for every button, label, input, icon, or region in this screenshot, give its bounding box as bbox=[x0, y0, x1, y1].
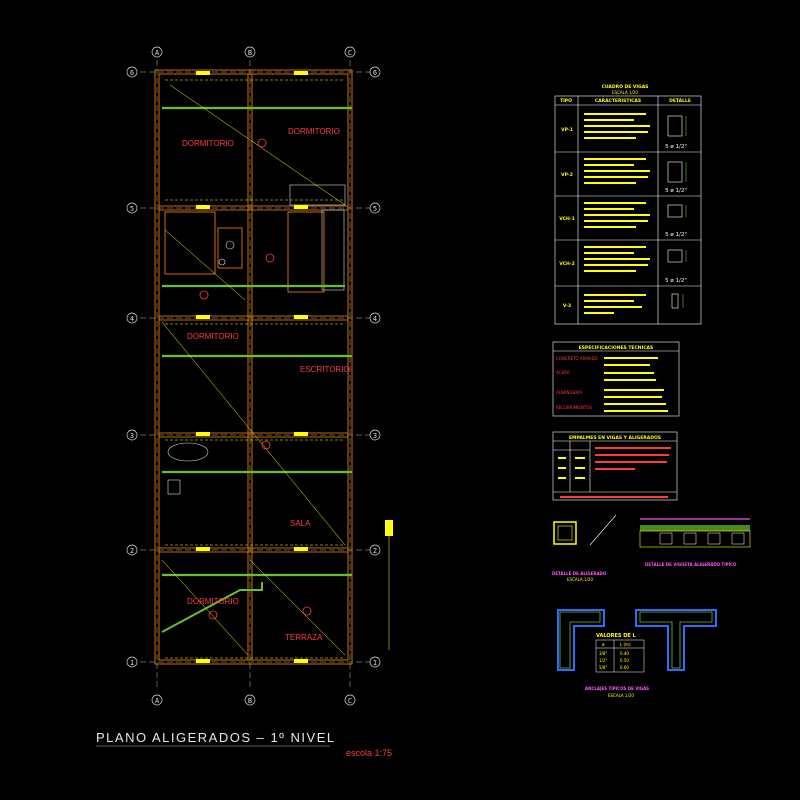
beam-table-header-detalle: DETALLE bbox=[669, 98, 691, 104]
grid-label-1: 1 bbox=[130, 659, 134, 667]
beam-table: CUADRO DE VIGAS ESCALA 1/20 TIPO CARACTE… bbox=[554, 84, 702, 325]
spec-line: RECUBRIMIENTOS bbox=[556, 405, 592, 410]
values-cell: 0.50 bbox=[620, 658, 629, 663]
beam-section-dims bbox=[682, 116, 687, 308]
beam-characteristics bbox=[584, 113, 650, 314]
grid-label-b: B bbox=[248, 49, 252, 57]
room-dormitorio-3: DORMITORIO bbox=[187, 332, 239, 341]
grid-label-a: A bbox=[155, 49, 160, 57]
slab-ribs bbox=[162, 106, 352, 577]
grid-label-6: 6 bbox=[130, 69, 134, 77]
room-dormitorio-4: DORMITORIO bbox=[187, 597, 239, 606]
values-title: VALORES DE L bbox=[596, 633, 637, 639]
room-dormitorio-2: DORMITORIO bbox=[288, 127, 340, 136]
anchor-details: VALORES DE L ø L (m) 3/8" 0.40 1/2" 0.50… bbox=[557, 609, 717, 698]
slab-diagonals bbox=[161, 84, 346, 656]
beam-table-header-tipo: TIPO bbox=[560, 98, 572, 104]
spec-values bbox=[604, 357, 668, 412]
values-cell: 3/8" bbox=[599, 651, 607, 656]
grid-bubbles-bottom: A B C bbox=[151, 694, 356, 706]
plan-scale: escola 1:75 bbox=[346, 748, 392, 758]
spec-line: ACERO bbox=[556, 370, 570, 375]
grid-label-3-right: 3 bbox=[373, 432, 377, 440]
joist-section-title: DETALLE DE VIGUETA ALIGERADO TIPICO bbox=[645, 562, 737, 567]
beam-row-tipo: VCH-1 bbox=[559, 216, 575, 222]
splice-values bbox=[558, 457, 585, 479]
values-cell: 0.40 bbox=[620, 651, 629, 656]
grid-label-b-bottom: B bbox=[248, 697, 252, 705]
grid-label-5-right: 5 bbox=[373, 205, 377, 213]
grid-label-6-right: 6 bbox=[373, 69, 377, 77]
grid-label-c-bottom: C bbox=[348, 697, 352, 705]
slab-detail-scale: ESCALA 1/20 bbox=[567, 577, 593, 582]
grid-label-2: 2 bbox=[130, 547, 134, 555]
north-marker bbox=[385, 520, 393, 650]
room-escritorio: ESCRITORIO bbox=[300, 365, 350, 374]
grid-bubbles-top: A B C bbox=[151, 46, 356, 58]
beam-row-tipo: VP-2 bbox=[561, 172, 573, 178]
slab-detail: DETALLE DE ALIGERADO ESCALA 1/20 bbox=[552, 514, 617, 582]
grid-label-4-right: 4 bbox=[373, 315, 377, 323]
beam-table-header-caracteristicas: CARACTERISTICAS bbox=[595, 98, 641, 104]
splice-notes bbox=[560, 447, 671, 498]
values-cell: ø bbox=[602, 642, 605, 647]
values-cell: 1/2" bbox=[599, 658, 607, 663]
fixtures bbox=[167, 240, 235, 495]
beam-row-bars: 5 ø 1/2" bbox=[665, 188, 687, 194]
beam-sections bbox=[667, 115, 683, 309]
grid-label-4: 4 bbox=[130, 315, 134, 323]
values-cell: 5/8" bbox=[599, 665, 607, 670]
slab-detail-title: DETALLE DE ALIGERADO bbox=[552, 571, 607, 576]
joist-section: DETALLE DE VIGUETA ALIGERADO TIPICO bbox=[639, 518, 751, 567]
room-sala: SALA bbox=[290, 519, 311, 528]
values-cell: L (m) bbox=[620, 642, 631, 647]
beam-row-tipo: VP-1 bbox=[561, 127, 573, 133]
spec-line: ALBAÑILERIA bbox=[556, 390, 582, 395]
splices-title: EMPALMES EN VIGAS Y ALIGERADOS bbox=[569, 435, 661, 441]
beam-row-tipo: VCH-2 bbox=[559, 261, 575, 267]
beam-row-tipo: V-3 bbox=[563, 303, 571, 309]
room-terraza: TERRAZA bbox=[285, 633, 323, 642]
grid-label-5: 5 bbox=[130, 205, 134, 213]
values-cell: 0.60 bbox=[620, 665, 629, 670]
anchor-detail-title: ANCLAJES TIPICOS DE VIGAS bbox=[585, 686, 649, 691]
beam-row-bars: 5 ø 1/2" bbox=[665, 278, 687, 284]
section-markers bbox=[199, 138, 312, 620]
stair-ramp bbox=[161, 582, 263, 633]
beam-tags bbox=[196, 71, 308, 663]
grid-label-c: C bbox=[348, 49, 352, 57]
beam-row-bars: 5 ø 1/2" bbox=[665, 144, 687, 150]
spec-line: CONCRETO ARMADO bbox=[556, 356, 598, 361]
splices-table: EMPALMES EN VIGAS Y ALIGERADOS bbox=[552, 431, 678, 501]
grid-label-1-right: 1 bbox=[373, 659, 377, 667]
beam-table-subtitle: ESCALA 1/20 bbox=[612, 90, 638, 95]
grid-label-3: 3 bbox=[130, 432, 134, 440]
beams bbox=[165, 79, 346, 659]
plan-title: PLANO ALIGERADOS – 1º NIVEL bbox=[96, 730, 336, 745]
grid-axes bbox=[140, 60, 370, 690]
grid-label-2-right: 2 bbox=[373, 547, 377, 555]
anchor-detail-scale: ESCALA 1/20 bbox=[608, 693, 634, 698]
room-dormitorio-1: DORMITORIO bbox=[182, 139, 234, 148]
beam-table-title: CUADRO DE VIGAS bbox=[602, 84, 649, 90]
grid-bubbles-sides: 6 5 4 3 2 1 6 5 4 3 2 1 bbox=[126, 66, 381, 668]
specs-table: ESPECIFICACIONES TECNICAS CONCRETO ARMAD… bbox=[552, 341, 680, 417]
beam-row-bars: 5 ø 1/2" bbox=[665, 232, 687, 238]
grid-label-a-bottom: A bbox=[155, 697, 160, 705]
specs-title: ESPECIFICACIONES TECNICAS bbox=[579, 345, 654, 351]
